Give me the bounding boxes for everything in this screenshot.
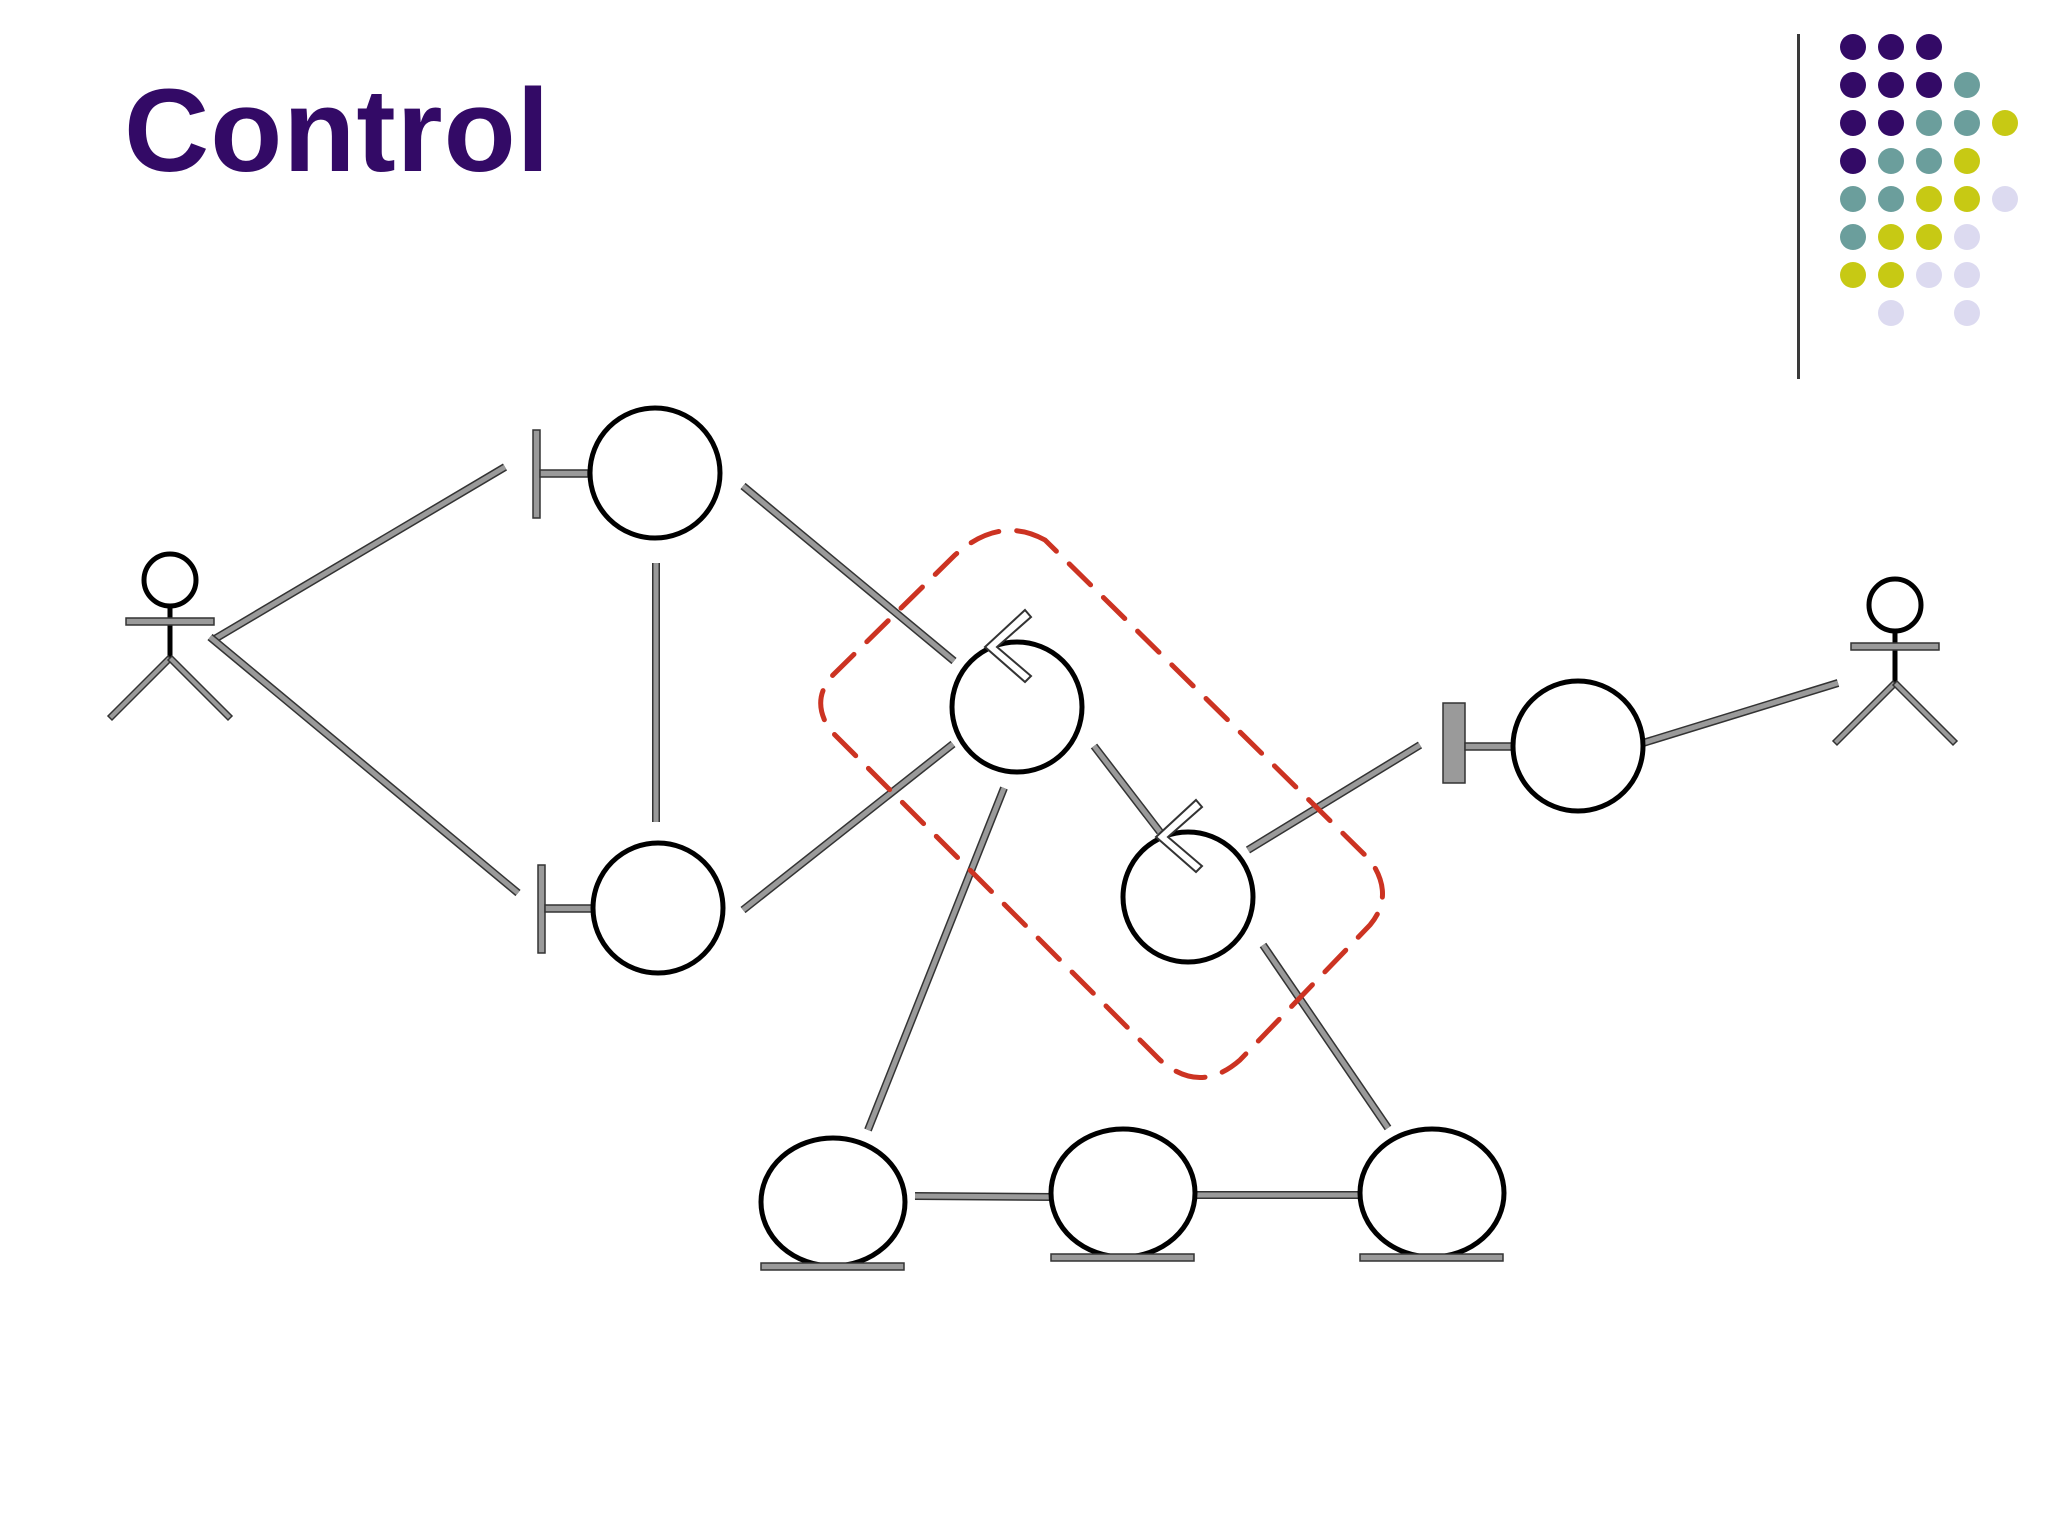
connector-fill bbox=[865, 787, 1007, 1131]
decorative-dot bbox=[1992, 110, 2018, 136]
decorative-dot bbox=[1916, 224, 1942, 250]
decorative-dot bbox=[1916, 110, 1942, 136]
decorative-dot bbox=[1840, 110, 1866, 136]
boundary-object-top bbox=[532, 405, 723, 541]
entity-object-left bbox=[758, 1135, 908, 1271]
control-object-upper bbox=[949, 608, 1085, 775]
decorative-dot bbox=[1916, 262, 1942, 288]
decorative-dot bbox=[1840, 224, 1866, 250]
decorative-dot bbox=[1954, 148, 1980, 174]
connector-fill bbox=[1092, 744, 1162, 834]
decorative-dot bbox=[1916, 148, 1942, 174]
decorative-dot bbox=[1878, 186, 1904, 212]
entity-object-right bbox=[1357, 1126, 1507, 1262]
decorative-dot bbox=[1954, 300, 1980, 326]
connector-fill bbox=[1260, 943, 1391, 1130]
connector-fill bbox=[208, 635, 520, 895]
decorative-dot bbox=[1878, 300, 1904, 326]
decorative-dot bbox=[1954, 262, 1980, 288]
decorative-dot bbox=[1878, 148, 1904, 174]
decorative-dot bbox=[1992, 186, 2018, 212]
decorative-dot bbox=[1878, 224, 1904, 250]
boundary-object-right bbox=[1442, 678, 1646, 814]
control-object-lower bbox=[1120, 798, 1256, 965]
boundary-object-bottom bbox=[537, 840, 726, 976]
decorative-dot bbox=[1878, 262, 1904, 288]
decorative-dot bbox=[1840, 34, 1866, 60]
decorative-dot bbox=[1878, 72, 1904, 98]
decorative-dot bbox=[1916, 72, 1942, 98]
connector-fill bbox=[914, 1193, 1056, 1200]
decorative-dot bbox=[1954, 110, 1980, 136]
decorative-dot bbox=[1840, 148, 1866, 174]
connector-fill bbox=[741, 742, 955, 912]
header-divider bbox=[1797, 34, 1800, 379]
decorative-dot bbox=[1954, 186, 1980, 212]
connectors bbox=[207, 463, 1840, 1201]
decorative-dot bbox=[1916, 34, 1942, 60]
slide-title: Control bbox=[124, 65, 551, 197]
actor-left bbox=[106, 551, 234, 722]
highlight-region bbox=[818, 527, 1385, 1080]
decorative-dot bbox=[1954, 224, 1980, 250]
connector-fill bbox=[211, 464, 507, 643]
decorative-dot bbox=[1840, 72, 1866, 98]
decorative-dot bbox=[1878, 34, 1904, 60]
connector-fill bbox=[741, 484, 956, 663]
entity-object-middle bbox=[1048, 1126, 1198, 1262]
decorative-dot bbox=[1840, 262, 1866, 288]
decorative-dot-grid bbox=[1840, 34, 2018, 326]
decorative-dot bbox=[1878, 110, 1904, 136]
actor-right bbox=[1831, 576, 1959, 747]
decorative-dot bbox=[1916, 186, 1942, 212]
connector-fill bbox=[1246, 742, 1422, 853]
decorative-dot bbox=[1840, 186, 1866, 212]
decorative-dot bbox=[1954, 72, 1980, 98]
connector-fill bbox=[1642, 680, 1839, 746]
